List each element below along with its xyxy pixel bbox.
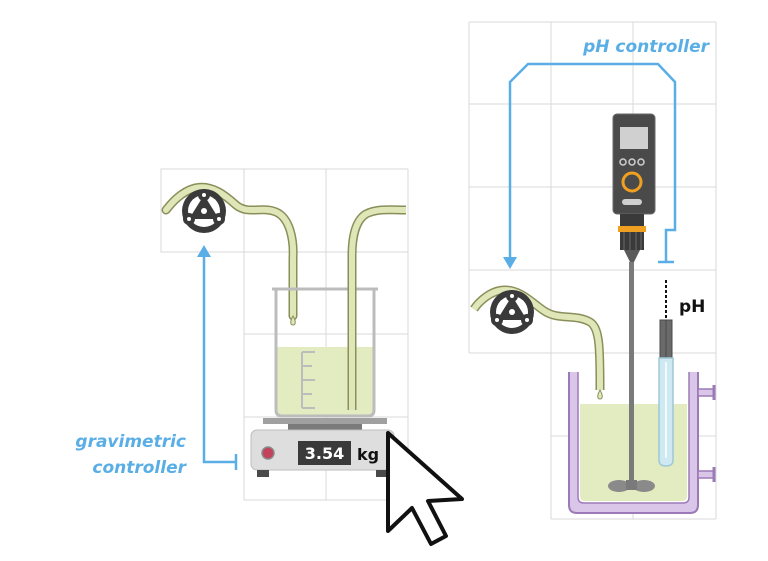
scale-unit: kg xyxy=(357,445,379,464)
ph-controller-label: pH controller xyxy=(582,37,711,57)
ph-probe-icon xyxy=(658,280,674,467)
liquid-drop xyxy=(290,315,296,326)
liquid-drop-right xyxy=(597,389,603,400)
ph-feedback-line xyxy=(508,62,677,262)
gravimetric-feedback-line xyxy=(202,255,236,464)
weighing-scale-icon xyxy=(250,418,395,477)
overhead-stirrer-controller-icon xyxy=(608,113,656,492)
jacketed-vessel-icon xyxy=(568,372,716,514)
mouse-pointer-icon xyxy=(386,431,464,546)
gravimetric-label-line2: controller xyxy=(92,458,187,478)
gravimetric-label-line1: gravimetric xyxy=(75,432,186,452)
ph-probe-label: pH xyxy=(679,297,705,317)
right-grid xyxy=(468,21,717,520)
scale-reading: 3.54 xyxy=(305,444,344,463)
peristaltic-pump-icon xyxy=(490,290,534,334)
peristaltic-pump-icon xyxy=(182,189,226,233)
beaker-icon xyxy=(272,287,378,418)
